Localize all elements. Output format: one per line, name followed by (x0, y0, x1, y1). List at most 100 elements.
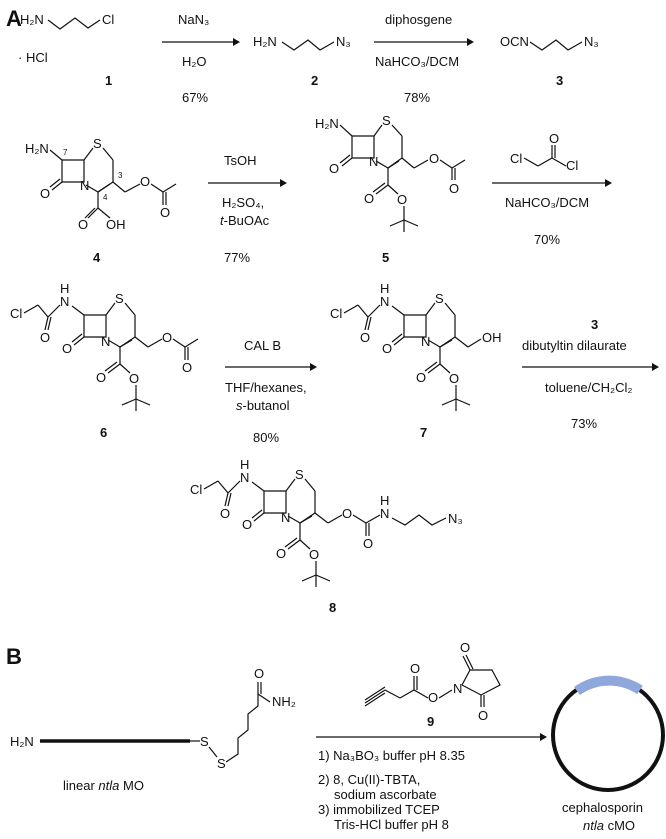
b-step-3b: Tris-HCl buffer pH 8 (334, 817, 449, 832)
c4-pos3: 3 (118, 171, 123, 180)
c3-n3: N₃ (584, 34, 599, 49)
c4-o-ester: O (140, 174, 150, 189)
c4-s: S (93, 136, 102, 151)
compound-6: Cl O N H S N O O O O O (10, 281, 199, 440)
c6-n: N (101, 334, 110, 349)
c7-oh: OH (482, 330, 502, 345)
c9-n: N (453, 681, 462, 696)
r6-yield: 73% (571, 416, 597, 431)
c8-number: 8 (329, 600, 336, 615)
cephalosporin-linker-arc (574, 675, 643, 696)
c4-o-acid: O (78, 217, 88, 232)
product-rest: cMO (604, 818, 635, 833)
c6-s: S (115, 291, 124, 306)
reaction-arrow-5: CAL B THF/hexanes, s-butanol 80% (225, 338, 317, 445)
b-step-2b: sodium ascorbate (334, 787, 437, 802)
product-line2: ntla cMO (583, 818, 635, 833)
mo-s2: S (217, 756, 226, 771)
r5-reagent: CAL B (244, 338, 281, 353)
panel-label-a: A (6, 6, 22, 31)
c7-s: S (435, 291, 444, 306)
c6-o-tbu: O (129, 371, 139, 386)
linear-label-italic: ntla (98, 778, 119, 793)
r5-solvent-italic: s (236, 398, 243, 413)
c5-s: S (382, 113, 391, 128)
linear-mo-label: linear ntla MO (63, 778, 144, 793)
c2-n3: N₃ (336, 34, 351, 49)
c1-cl: Cl (102, 12, 114, 27)
c4-oh: OH (106, 217, 126, 232)
r1-yield: 67% (182, 90, 208, 105)
cyclic-mo-ring (551, 678, 665, 792)
compound-5: H₂N S N O O O O O 5 (315, 113, 466, 265)
c2-number: 2 (311, 73, 318, 88)
c4-number: 4 (93, 250, 101, 265)
reaction-arrow-3: TsOH H₂SO₄, t-BuOAc 77% (208, 153, 287, 265)
r3-solvent-line1: H₂SO₄, (222, 195, 264, 210)
c8-nh-n: N (240, 470, 249, 485)
c6-o-acid: O (96, 370, 106, 385)
c6-cl: Cl (10, 306, 22, 321)
r3-solvent-rest: -BuOAc (224, 213, 270, 228)
product-line1: cephalosporin (562, 800, 643, 815)
c3-number: 3 (556, 73, 563, 88)
compound-8: Cl O N H S N O O O N H N₃ (190, 457, 463, 615)
c7-n: N (421, 334, 430, 349)
c9-o-link: O (428, 690, 438, 705)
c7-cl: Cl (330, 306, 342, 321)
c4-o-lactam: O (40, 186, 50, 201)
c3-ocn: OCN (500, 34, 529, 49)
r5-solvent-line2: s-butanol (236, 398, 290, 413)
reaction-arrow-b: 1) Na₃BO₃ buffer pH 8.35 2) 8, Cu(II)-TB… (316, 733, 547, 832)
c7-number: 7 (420, 425, 427, 440)
c1-h2n: H₂N (20, 12, 44, 27)
reaction-arrow-4: Cl O Cl NaHCO₃/DCM 70% (492, 131, 612, 247)
r4-o: O (549, 131, 559, 146)
r6-reagent: dibutyltin dilaurate (522, 338, 627, 353)
c8-carbamate-h: H (380, 493, 389, 508)
b-step-3: 3) immobilized TCEP (318, 802, 440, 817)
r5-solvent-rest: -butanol (243, 398, 290, 413)
c8-carbamate-n: N (380, 506, 389, 521)
mo-s1: S (200, 734, 209, 749)
compound-4: H₂N 7 S N 3 4 O O OH O O 4 (25, 136, 177, 265)
c4-n: N (80, 178, 89, 193)
c4-pos4: 4 (103, 193, 108, 202)
panel-label-b: B (6, 644, 22, 669)
c6-number: 6 (100, 425, 107, 440)
c6-o-lactam: O (62, 341, 72, 356)
r4-cl-left: Cl (510, 151, 522, 166)
mo-h2n: H₂N (10, 734, 34, 749)
compound-3: OCN N₃ 3 (500, 34, 599, 88)
c5-number: 5 (382, 250, 389, 265)
c5-n: N (369, 154, 378, 169)
c8-o-lactam: O (242, 517, 252, 532)
compound-7: Cl O N H S N O OH O O 7 (330, 281, 502, 440)
r4-solvent: NaHCO₃/DCM (505, 195, 589, 210)
c4-pos7: 7 (63, 148, 68, 157)
c4-h2n: H₂N (25, 141, 49, 156)
c4-o-carbonyl: O (160, 205, 170, 220)
c8-o-amide: O (220, 506, 230, 521)
c7-o-tbu: O (449, 371, 459, 386)
c5-o-tbu: O (397, 192, 407, 207)
c9-o-bottom: O (478, 708, 488, 723)
r3-solvent-line2: t-BuOAc (220, 213, 270, 228)
c6-nh-h: H (60, 281, 69, 296)
c9-o-top: O (460, 640, 470, 655)
reaction-arrow-6: 3 dibutyltin dilaurate toluene/CH₂Cl₂ 73… (522, 317, 659, 431)
b-step-1: 1) Na₃BO₃ buffer pH 8.35 (318, 748, 465, 763)
c2-h2n: H₂N (253, 34, 277, 49)
cyclic-mo: cephalosporin ntla cMO (551, 675, 665, 833)
c8-o-carbamate: O (342, 506, 352, 521)
r5-solvent-line1: THF/hexanes, (225, 380, 307, 395)
c1-salt: · HCl (18, 50, 48, 65)
c8-n3: N₃ (448, 511, 463, 526)
c5-h2n: H₂N (315, 116, 339, 131)
b-step-2: 2) 8, Cu(II)-TBTA, (318, 772, 420, 787)
c5-o-ester: O (429, 151, 439, 166)
r2-reagent: diphosgene (385, 12, 452, 27)
mo-nh2: NH₂ (272, 694, 296, 709)
